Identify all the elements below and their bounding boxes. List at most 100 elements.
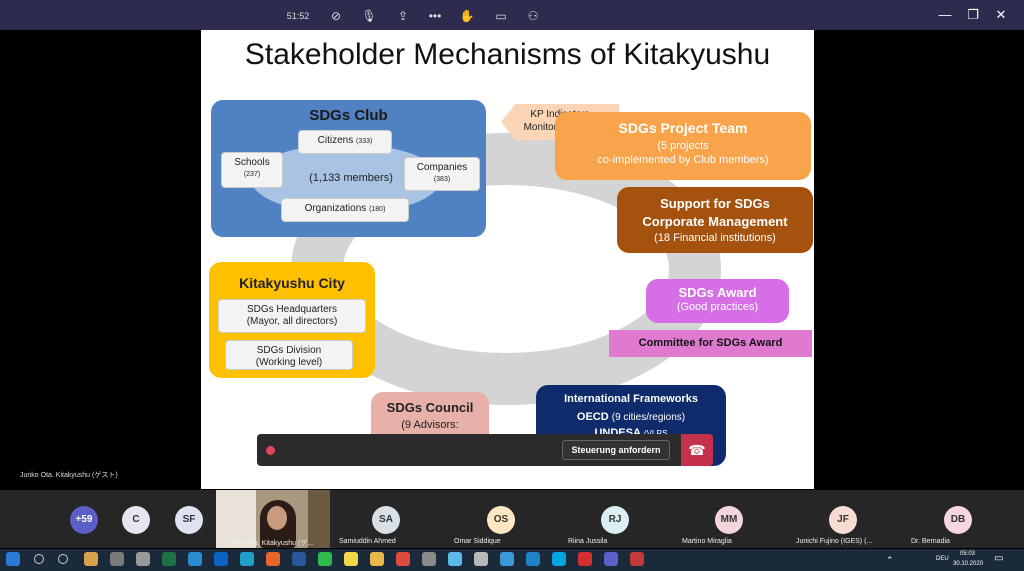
participant-initials: SA [379, 514, 393, 525]
participant-name: Junko Ota. Kitakyushu (ゲ... [226, 540, 314, 547]
organizations-label: Organizations [304, 203, 367, 214]
support-line2: Corporate Management [642, 214, 788, 229]
app-icon[interactable] [344, 552, 358, 566]
raise-hand-icon[interactable]: ✋ [459, 9, 475, 23]
hq-line1: SDGs Headquarters [246, 304, 338, 315]
participant-initials: RJ [608, 514, 622, 525]
award-title: SDGs Award [678, 285, 757, 300]
app-icon[interactable] [110, 552, 124, 566]
support-box: Support for SDGs Corporate Management (1… [617, 187, 813, 253]
more-participants-avatar[interactable]: +59 [70, 506, 98, 534]
participant-initials: JF [837, 514, 849, 525]
participant-avatar-jf[interactable]: JF [829, 506, 857, 534]
close-button[interactable]: ✕ [995, 7, 1007, 22]
minimize-button[interactable]: — [938, 7, 952, 22]
participant-initials: MM [720, 514, 738, 525]
participant-avatar-os[interactable]: OS [487, 506, 515, 534]
citizens-count: (333) [356, 138, 373, 145]
division-line1: SDGs Division [256, 345, 322, 356]
project-title: SDGs Project Team [618, 120, 748, 136]
app-icon[interactable] [474, 552, 488, 566]
city-title: Kitakyushu City [239, 275, 345, 291]
language-indicator[interactable]: DEU [936, 556, 949, 562]
hq-line2: (Mayor, all directors) [246, 316, 338, 327]
presentation-slide: Stakeholder Mechanisms of Kitakyushu SDG… [201, 30, 814, 489]
support-sub: (18 Financial institutions) [654, 232, 776, 244]
participants-icon[interactable]: ⚇ [527, 9, 539, 23]
tray-chevron-icon[interactable]: ⌃ [886, 555, 894, 565]
camera-off-icon[interactable]: ⊘ [330, 9, 342, 23]
participant-initials: OS [493, 514, 509, 525]
share-screen-icon[interactable]: ⇪ [397, 9, 409, 23]
firefox-icon[interactable] [266, 552, 280, 566]
participant-initials: C [132, 514, 140, 525]
request-control-button[interactable]: Steuerung anfordern [562, 440, 670, 460]
more-options-icon[interactable]: ••• [428, 9, 442, 23]
clock-time[interactable]: 05:03 [960, 551, 976, 557]
schools-label: Schools [234, 157, 270, 168]
citizens-label: Citizens [317, 135, 354, 146]
division-chip: SDGs Division (Working level) [225, 340, 353, 370]
app-icon[interactable] [188, 552, 202, 566]
schools-count: (237) [243, 171, 261, 178]
app-icon[interactable] [526, 552, 540, 566]
award-box: SDGs Award (Good practices) [646, 279, 789, 323]
app-icon[interactable] [136, 552, 150, 566]
intl-title: International Frameworks [564, 393, 698, 405]
project-line2: co-implemented by Club members) [597, 154, 769, 166]
participant-avatar-sf[interactable]: SF [175, 506, 203, 534]
companies-chip: Companies (383) [404, 157, 480, 191]
windows-start-icon[interactable] [6, 552, 20, 566]
participant-name: Martino Miraglia [682, 538, 732, 545]
organizations-count: (180) [369, 206, 386, 213]
acrobat-icon[interactable] [578, 552, 592, 566]
participant-avatar-db[interactable]: DB [944, 506, 972, 534]
cortana-icon[interactable] [58, 554, 68, 564]
companies-count: (383) [433, 176, 451, 183]
wechat-icon[interactable] [318, 552, 332, 566]
award-sub: (Good practices) [676, 301, 759, 313]
participant-name: Dr. Bernadia [911, 538, 950, 545]
notification-icon[interactable]: ▭ [994, 553, 1004, 564]
clock-date[interactable]: 30.10.2020 [953, 561, 984, 567]
participant-name: Riina Jussila [568, 538, 608, 545]
folder-icon[interactable] [370, 552, 384, 566]
store-icon[interactable] [84, 552, 98, 566]
mic-off-icon[interactable]: 🎙 [361, 9, 377, 23]
outlook-icon[interactable] [214, 552, 228, 566]
committee-box: Committee for SDGs Award [609, 330, 812, 357]
citizens-chip: Citizens (333) [298, 130, 392, 154]
slide-title: Stakeholder Mechanisms of Kitakyushu [244, 38, 771, 71]
chrome-icon[interactable] [396, 552, 410, 566]
person-face [267, 506, 287, 530]
sdgs-club-box: SDGs Club Citizens (333) Schools (237) C… [211, 100, 486, 237]
presenter-video-tile[interactable] [216, 490, 330, 548]
app-icon[interactable] [630, 552, 644, 566]
kitakyushu-city-box: Kitakyushu City SDGs Headquarters (Mayor… [209, 262, 375, 378]
chat-icon[interactable]: ▭ [495, 9, 507, 23]
participant-avatar-mm[interactable]: MM [715, 506, 743, 534]
edge-icon[interactable] [240, 552, 254, 566]
companies-label: Companies [416, 162, 468, 173]
oecd-label: OECD [576, 411, 609, 423]
participant-avatar-c[interactable]: C [122, 506, 150, 534]
app-icon[interactable] [422, 552, 436, 566]
app-icon[interactable] [448, 552, 462, 566]
skype-icon[interactable] [552, 552, 566, 566]
app-icon[interactable] [500, 552, 514, 566]
hq-chip: SDGs Headquarters (Mayor, all directors) [218, 299, 366, 333]
organizations-chip: Organizations (180) [281, 198, 409, 222]
teams-icon[interactable] [604, 552, 618, 566]
project-team-box: SDGs Project Team (5 projects co-impleme… [555, 112, 811, 180]
maximize-button[interactable]: ❐ [967, 7, 979, 22]
meeting-timer: 51:52 [286, 11, 310, 21]
word-icon[interactable] [292, 552, 306, 566]
hang-up-button[interactable]: ☎ [681, 434, 713, 466]
video-background [216, 490, 256, 548]
video-door [308, 490, 330, 548]
excel-icon[interactable] [162, 552, 176, 566]
participant-avatar-rj[interactable]: RJ [601, 506, 629, 534]
club-title: SDGs Club [309, 107, 388, 124]
search-icon[interactable] [34, 554, 44, 564]
participant-avatar-sa[interactable]: SA [372, 506, 400, 534]
